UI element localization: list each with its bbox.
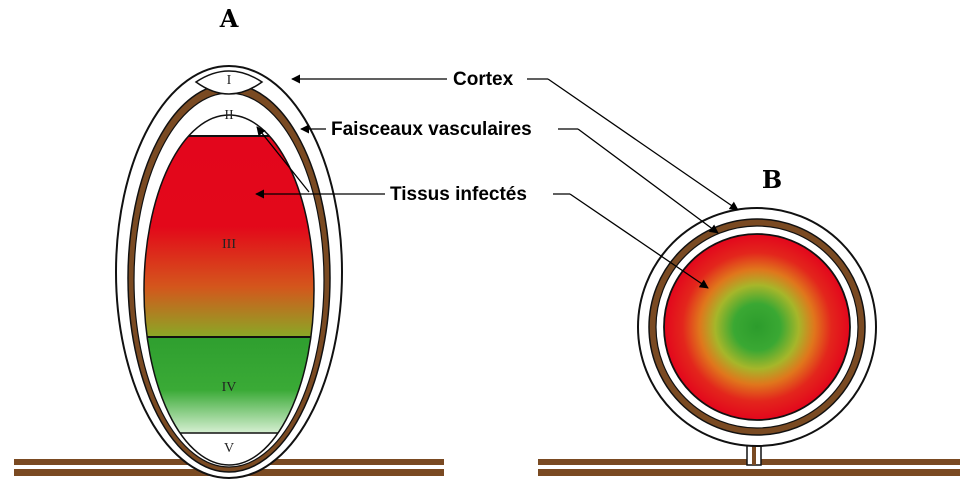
callout-cortex: Cortex	[453, 69, 514, 90]
round-nodule	[638, 208, 876, 465]
infected-core-b	[664, 234, 850, 420]
elongated-nodule: I II III IV V	[116, 66, 342, 478]
zone-label-1: I	[227, 73, 232, 88]
panel-label-b: B	[762, 165, 782, 194]
zone-label-3: III	[222, 237, 236, 252]
panel-label-a: A	[219, 4, 239, 33]
callout-infected-tissue: Tissus infectés	[390, 184, 527, 205]
zone-label-2: II	[224, 108, 234, 123]
zone-label-4: IV	[222, 380, 237, 395]
zone-label-5: V	[224, 441, 234, 456]
callout-vascular-bundles: Faisceaux vasculaires	[331, 119, 532, 140]
